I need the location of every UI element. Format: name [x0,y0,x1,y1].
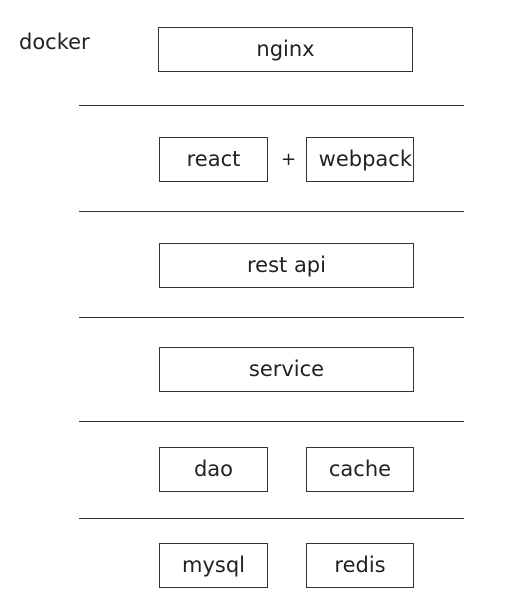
cache-box: cache [306,447,414,492]
layer-divider-1 [79,105,464,106]
dao-box: dao [159,447,268,492]
react-box: react [159,137,268,182]
layer-divider-4 [79,421,464,422]
layer-divider-3 [79,317,464,318]
redis-box: redis [306,543,414,588]
nginx-box: nginx [158,27,413,72]
plus-sign: + [281,149,297,170]
webpack-box: webpack [306,137,414,182]
mysql-box: mysql [159,543,268,588]
docker-label: docker [19,30,90,54]
rest-api-box: rest api [159,243,414,288]
layer-divider-2 [79,211,464,212]
service-box: service [159,347,414,392]
layer-divider-5 [79,518,464,519]
